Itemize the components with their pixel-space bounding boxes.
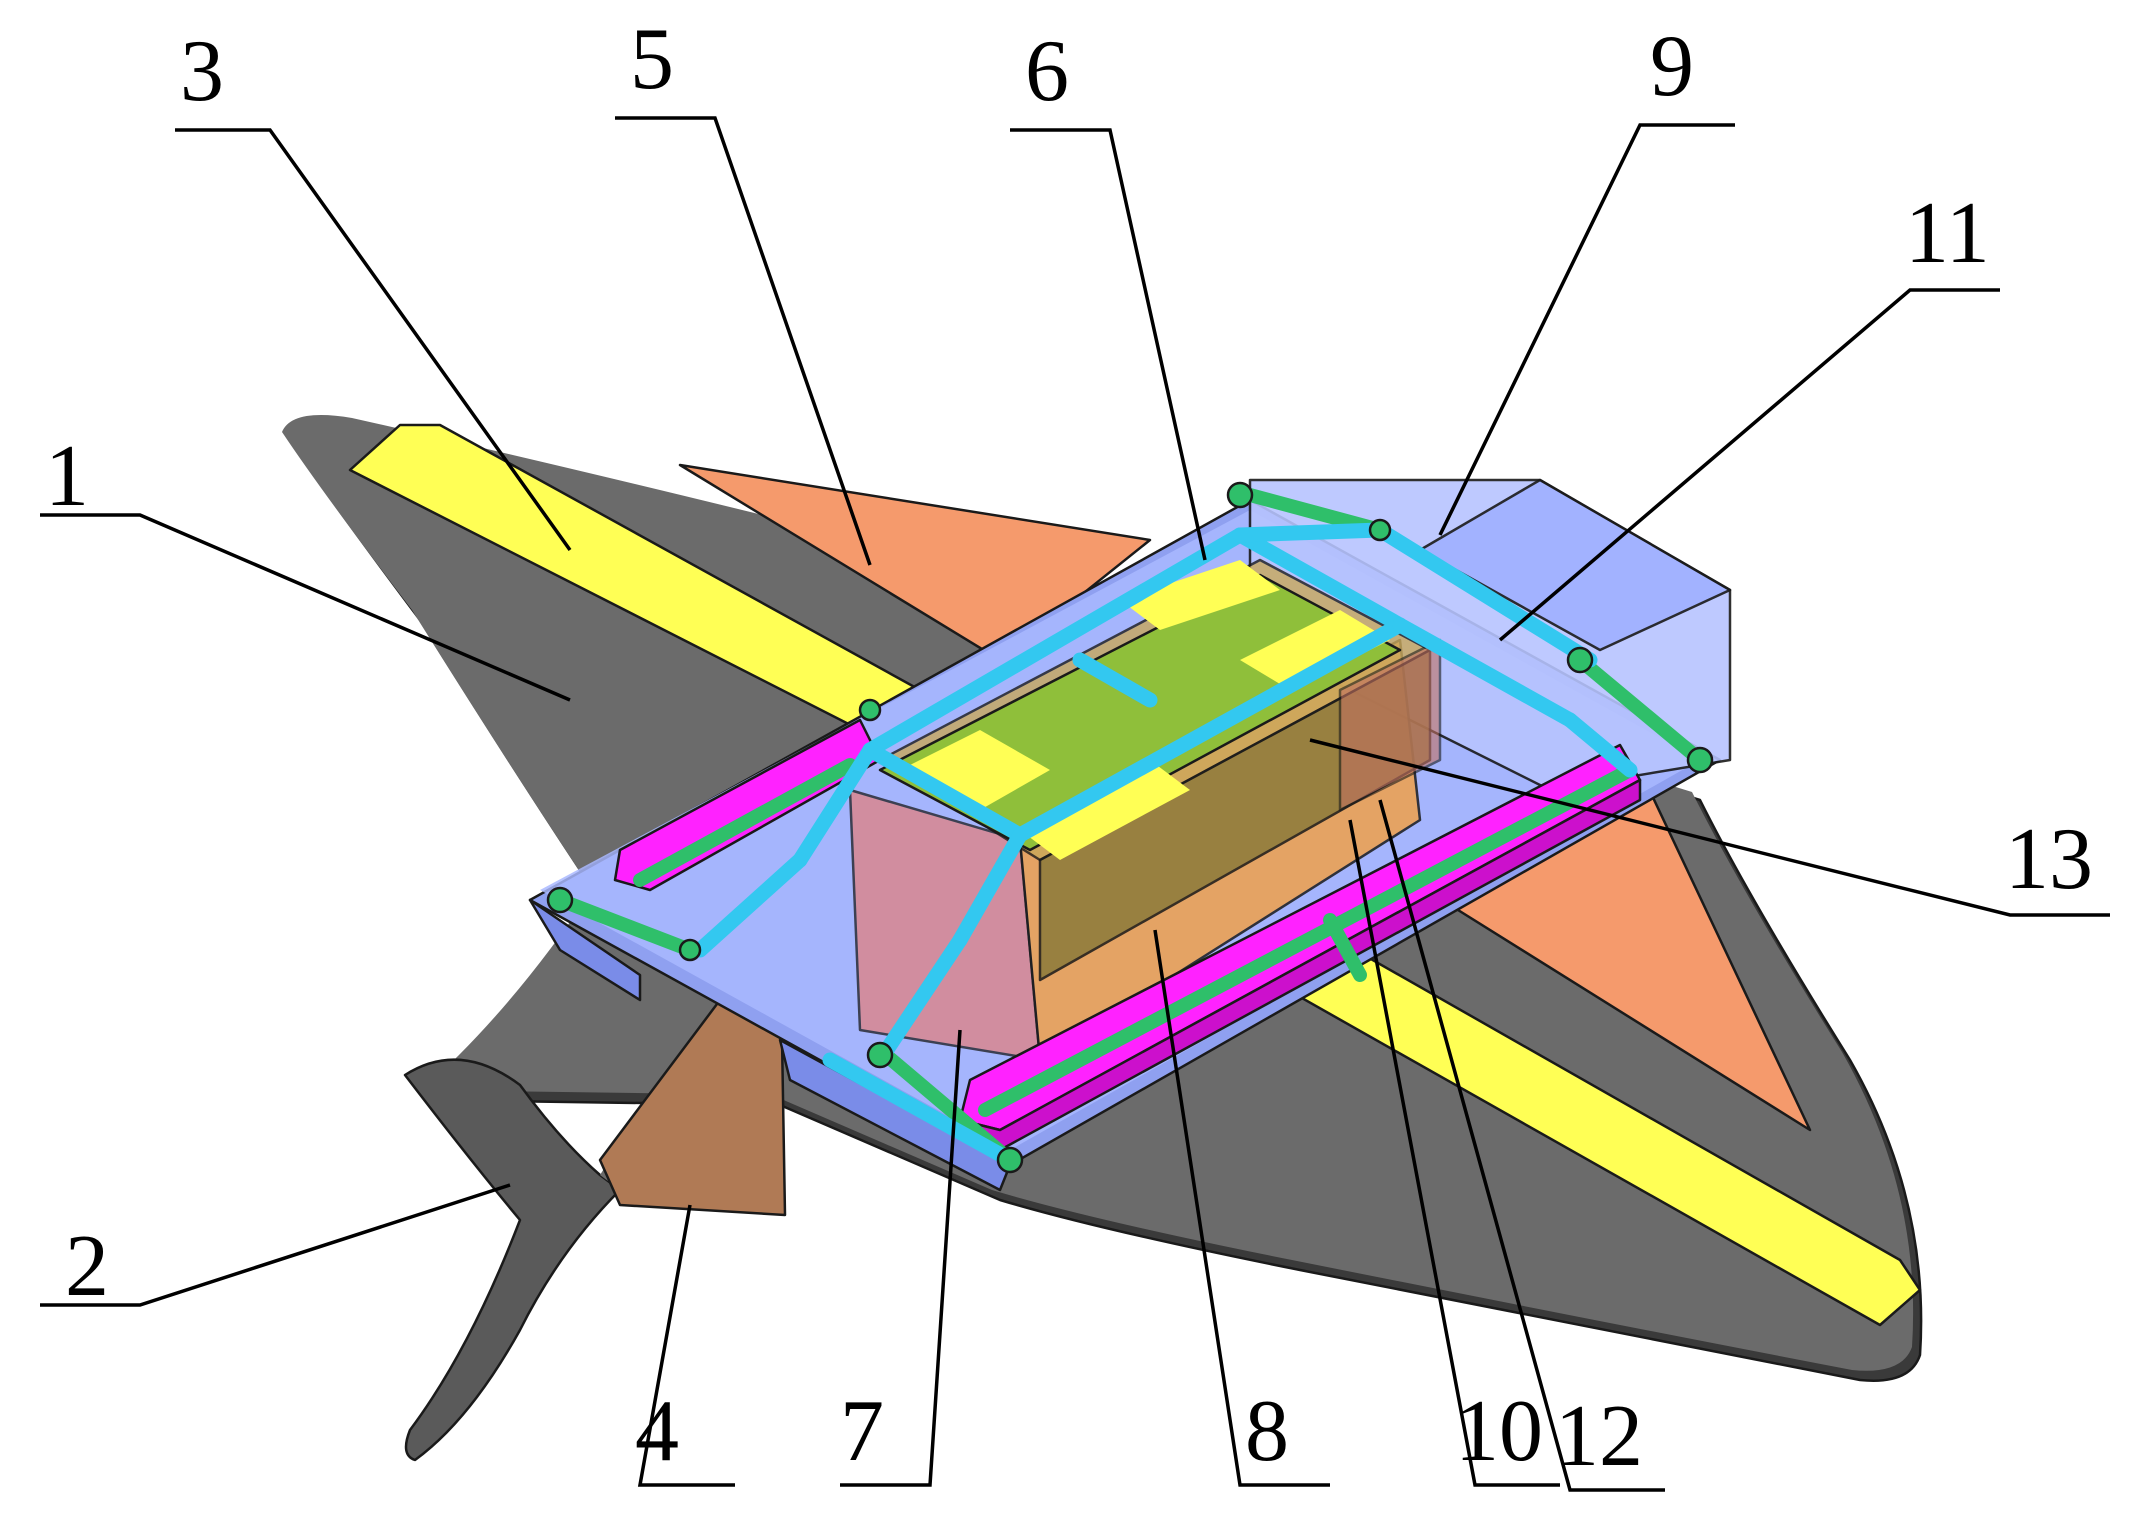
callout-13: 13 [2005,811,2093,908]
leader-1 [40,513,571,702]
callout-2: 2 [65,1218,109,1315]
rail-magenta-upper [613,718,882,892]
leader-12 [1378,799,1665,1492]
leader-10 [1348,819,1560,1487]
leader-9 [1438,123,1735,536]
leader-3 [175,128,572,552]
leader-2 [40,1183,511,1307]
callout-12: 12 [1555,1388,1643,1485]
callout-1: 1 [45,428,89,525]
callout-3: 3 [180,23,224,120]
callout-7: 7 [840,1383,884,1480]
leader-5 [615,116,872,566]
leader-lines [40,116,2110,1492]
head-box [1248,478,1732,792]
leader-8 [1153,929,1330,1487]
leader-7 [840,1029,962,1487]
callout-6: 6 [1025,23,1069,120]
callout-9: 9 [1650,18,1694,115]
callout-11: 11 [1905,185,1990,282]
callout-5: 5 [630,11,674,108]
callout-8: 8 [1245,1383,1289,1480]
internal-boxes [848,558,1442,1062]
leader-13 [1309,738,2110,917]
leader-6 [1010,128,1207,561]
leader-11 [1498,288,2000,642]
callout-10: 10 [1455,1383,1543,1480]
joints [546,481,1714,1174]
callout-labels: 1 2 3 4 5 6 7 8 9 10 11 12 13 [45,11,2093,1485]
cyan-frame [692,522,1638,1168]
fin-rib-left [348,423,922,742]
callout-4: 4 [635,1383,679,1480]
leader-4 [637,1204,735,1487]
